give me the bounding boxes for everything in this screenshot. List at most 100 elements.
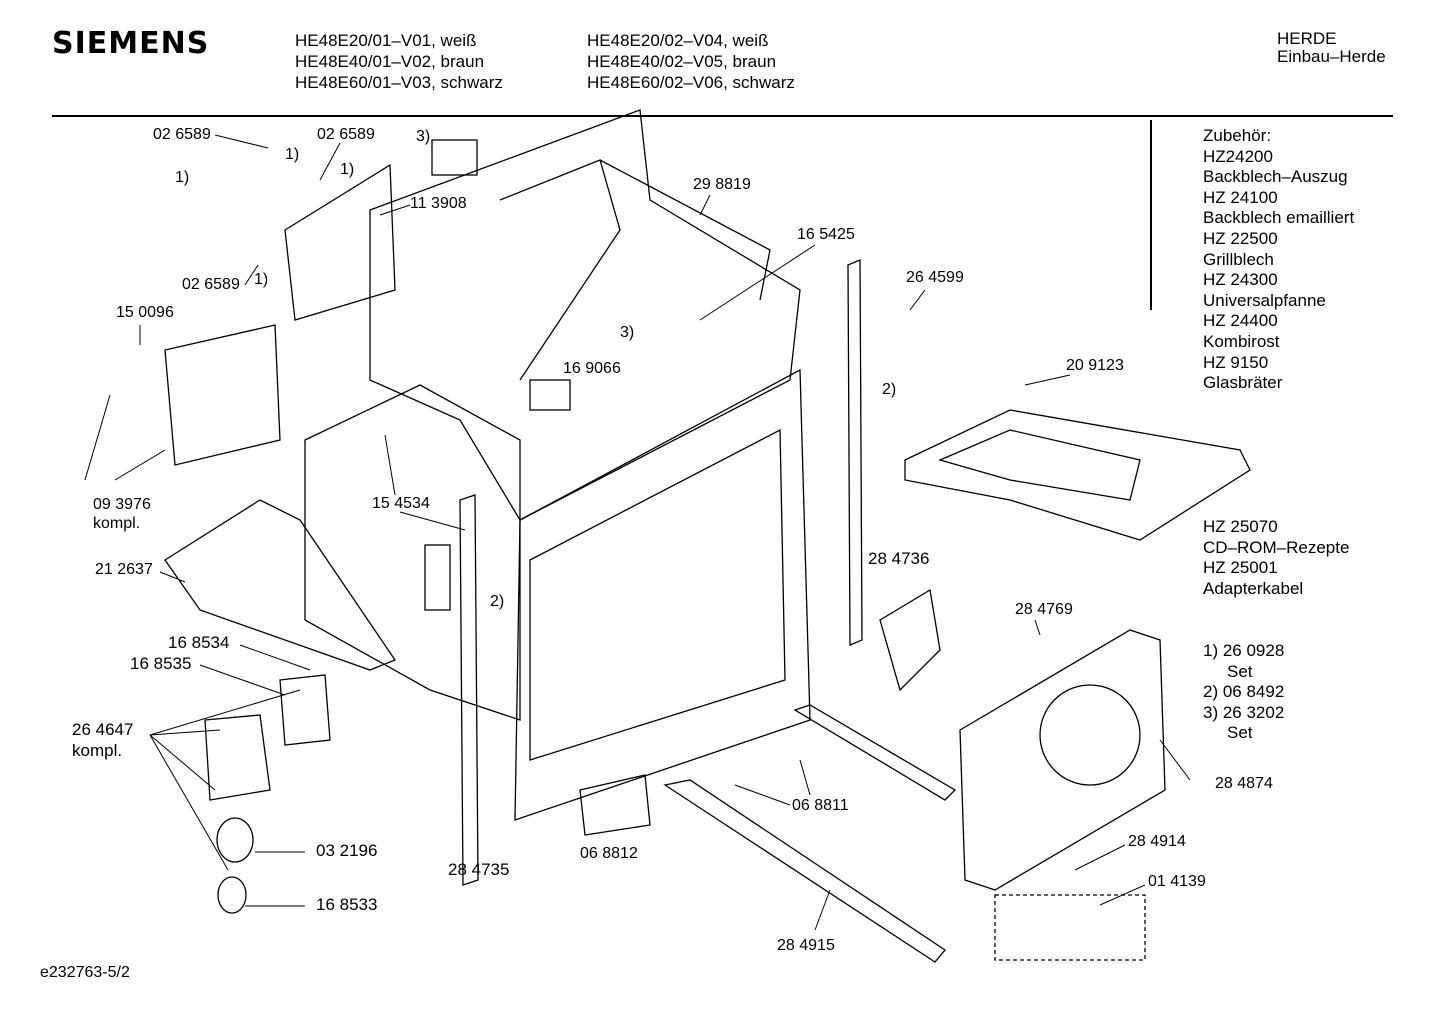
accessory-line: HZ 25001 (1203, 558, 1278, 578)
part-number: 01 4139 (1148, 873, 1206, 890)
model: HE48E40/02–V05, braun (587, 52, 777, 71)
part-number: 15 4534 (372, 495, 430, 512)
footnote: 1) 26 0928 (1203, 641, 1285, 660)
footnote-ref: 2) (882, 381, 897, 398)
oven-cavity-opening (529, 428, 786, 761)
footnote-ref: 1) (340, 161, 355, 178)
part-number: 28 4914 (1128, 833, 1186, 850)
part-number: 28 4769 (1015, 601, 1073, 618)
oven-front-frame (514, 368, 811, 821)
side-window (424, 544, 451, 611)
part-number: 29 8819 (693, 176, 751, 193)
part-number: 09 3976 (93, 496, 151, 513)
grill-element (904, 409, 1251, 541)
part-note: kompl. (93, 515, 141, 532)
fan-motor (431, 139, 478, 176)
footnotes: 1) 26 0928 Set 2) 06 8492 3) 26 3202 Set (1203, 641, 1284, 744)
model-list-left: HE48E20/01–V01, weiß HE48E40/01–V02, bra… (295, 30, 503, 93)
part-number: 02 6589 (182, 276, 240, 293)
part-number: 02 6589 (153, 126, 211, 143)
duct-edge (599, 159, 771, 301)
side-rail-right (847, 259, 863, 646)
part-number: 16 8533 (316, 895, 378, 914)
accessory-list-2: HZ 25070 CD–ROM–Rezepte HZ 25001 Adapter… (1203, 517, 1349, 599)
part-note: kompl. (72, 741, 123, 760)
footnote: 2) 06 8492 (1203, 682, 1285, 702)
footnote-ref: 2) (490, 593, 505, 610)
accessory-line: HZ 24300 (1203, 270, 1278, 290)
lamp-bulb (216, 817, 254, 863)
part-number: 15 0096 (116, 304, 174, 321)
part-number: 28 4736 (868, 549, 930, 568)
accessory-line: Backblech–Auszug (1203, 167, 1348, 187)
footnote: 3) 26 3202 (1203, 702, 1285, 722)
footnote-ref: 1) (175, 169, 190, 186)
part-number: 03 2196 (316, 841, 378, 860)
footnote-ref: 1) (254, 271, 269, 288)
accessory-line: CD–ROM–Rezepte (1203, 537, 1350, 557)
part-number: 26 4599 (906, 269, 964, 286)
accessory-line: Universalpfanne (1203, 290, 1326, 310)
accessory-divider (1150, 120, 1152, 310)
drawing-id: e232763-5/2 (40, 964, 130, 981)
part-number: 06 8811 (792, 797, 849, 814)
accessory-line: HZ 22500 (1203, 228, 1278, 248)
part-number: 02 6589 (317, 126, 375, 143)
accessory-list: Zubehör: HZ24200 Backblech–Auszug HZ 241… (1203, 126, 1354, 394)
bracket (164, 324, 281, 466)
part-number: 26 4647 (72, 720, 134, 739)
accessory-line: HZ 24400 (1203, 311, 1278, 331)
part-number: 16 5425 (797, 226, 855, 243)
part-number: 20 9123 (1066, 357, 1124, 374)
accessory-line: HZ 25070 (1203, 517, 1278, 536)
part-number: 11 3908 (410, 195, 467, 212)
footnote: Set (1227, 661, 1253, 681)
lamp-socket (217, 876, 247, 914)
leader-lines (84, 134, 1191, 931)
control-bracket (284, 163, 396, 321)
part-number: 21 2637 (95, 561, 153, 578)
accessory-line: HZ 9150 (1203, 352, 1269, 372)
telescopic-rail (663, 779, 946, 963)
part-number: 16 8535 (130, 654, 192, 673)
footnote-ref: 1) (285, 146, 300, 163)
siemens-logo: SIEMENS (52, 26, 210, 61)
part-number: 28 4735 (448, 860, 510, 879)
model: HE48E40/01–V02, braun (295, 52, 485, 71)
top-cover (369, 109, 801, 521)
model: HE48E60/01–V03, schwarz (295, 73, 503, 92)
fan-wheel (879, 588, 941, 692)
side-rail-left (459, 494, 479, 886)
footnote-ref: 3) (416, 128, 431, 145)
category: HERDE (1277, 29, 1337, 48)
header-divider (52, 115, 1393, 117)
accessory-line: HZ 24100 (1203, 187, 1278, 207)
oven-body (304, 384, 521, 721)
model: HE48E60/02–V06, schwarz (587, 73, 795, 92)
model: HE48E20/01–V01, weiß (295, 31, 477, 50)
accessory-line: Zubehör: (1203, 126, 1272, 145)
model: HE48E20/02–V04, weiß (587, 31, 769, 50)
footnote: Set (1227, 723, 1253, 743)
fastener-kit-box (994, 894, 1146, 961)
footnote-ref: 3) (620, 324, 635, 341)
part-number: 28 4874 (1215, 775, 1273, 792)
accessory-line: Grillblech (1203, 249, 1274, 269)
fan-cover (959, 629, 1166, 891)
bottom-heater (164, 499, 396, 671)
accessory-line: HZ24200 (1203, 146, 1273, 166)
accessory-line: Kombirost (1203, 331, 1280, 351)
subcategory: Einbau–Herde (1277, 47, 1386, 66)
transformer (529, 379, 571, 411)
model-list-right: HE48E20/02–V04, weiß HE48E40/02–V05, bra… (587, 30, 795, 93)
air-duct (499, 159, 621, 381)
lamp-gasket (279, 674, 331, 746)
telescopic-rail-upper (793, 704, 957, 801)
part-number: 16 9066 (563, 360, 621, 377)
part-number: 06 8812 (580, 845, 638, 862)
hinge-block (579, 774, 651, 836)
accessory-line: Backblech emailliert (1203, 208, 1355, 228)
grill-element-inner (938, 429, 1141, 501)
part-number: 16 8534 (168, 633, 230, 652)
